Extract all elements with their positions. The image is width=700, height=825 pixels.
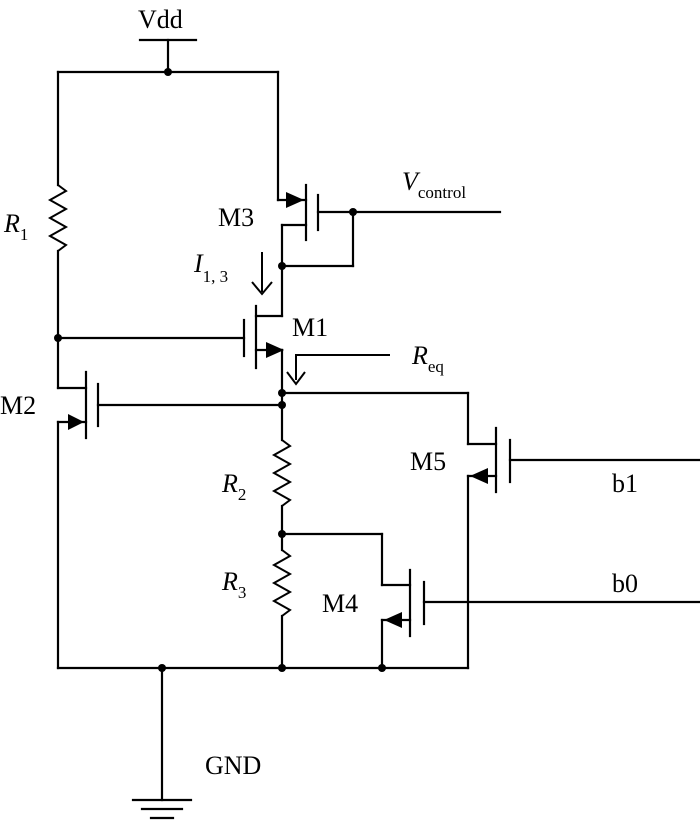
m1-label: M1: [292, 313, 328, 342]
transistor-m1: [242, 264, 284, 442]
current-i13-arrow: [251, 252, 273, 296]
b0-label: b0: [612, 569, 638, 598]
m4-label: M4: [322, 589, 358, 618]
vdd-label: Vdd: [138, 5, 183, 34]
b1-label: b1: [612, 469, 638, 498]
transistor-m3: [276, 70, 502, 270]
ground-symbol: [131, 798, 193, 820]
resistor-r1: [47, 70, 69, 340]
m3-label: M3: [218, 203, 254, 232]
m2-label: M2: [0, 391, 36, 420]
r1-label: R1: [3, 209, 28, 244]
r3-label: R3: [221, 567, 246, 602]
m5-label: M5: [410, 447, 446, 476]
resistor-r2: [271, 439, 293, 536]
transistor-m5: [466, 391, 700, 670]
r2-label: R2: [221, 469, 246, 504]
vdd-terminal: Vdd: [138, 5, 198, 74]
req-arrow: [286, 354, 390, 386]
req-label: Req: [411, 341, 444, 376]
i13-label: I1, 3: [193, 249, 228, 286]
transistor-m4: [380, 532, 700, 670]
gnd-label: GND: [205, 751, 261, 780]
top-rail: [56, 68, 280, 76]
v-control-label: Vcontrol: [402, 167, 466, 202]
resistor-r3: [271, 532, 293, 670]
transistor-m2: [56, 336, 284, 670]
ground-rail: [56, 664, 470, 802]
